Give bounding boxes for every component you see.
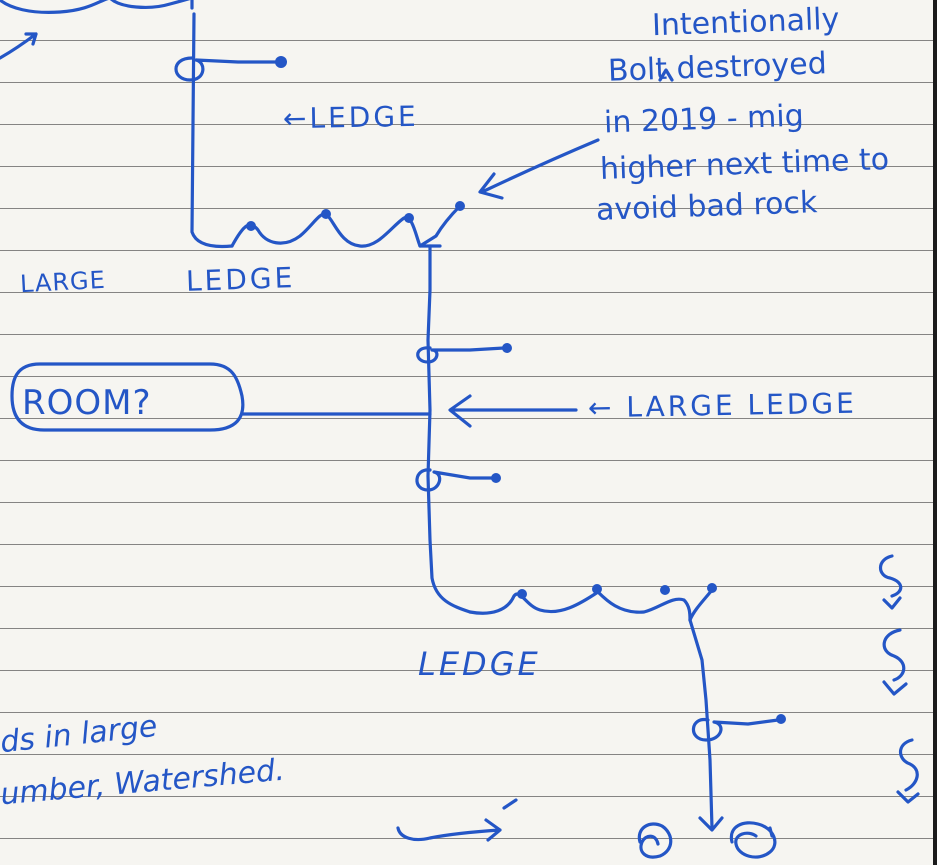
bolt-dot-7 [491,473,501,483]
top-arrow-stub [0,32,38,60]
bolt-dot-11 [707,583,717,593]
label-room-question: ROOM? [22,383,152,423]
route-arrow-down [698,816,724,832]
squiggle-arrow-2 [882,628,908,696]
label-ledge-bottom: LEDGE [418,645,541,683]
bottom-arrow [396,818,502,842]
bolt-dot-2 [246,221,256,231]
bolt-dot-4 [404,213,414,223]
label-large-left: LARGE [19,265,107,299]
annotation-pointer [478,138,600,200]
bolt-dot-12 [776,714,786,724]
anchor-ring-left [637,822,673,859]
anchor-ring-right [729,821,777,859]
bolt-dot-1 [275,56,287,68]
large-ledge-arrow [448,394,578,428]
bolt-hanger-2 [416,346,506,364]
annotation-line-1: Intentionally [651,1,840,44]
page-edge [933,0,937,865]
annotation-line-2: Bolt destroyed [607,46,828,89]
label-ledge-top: ←LEDGE [282,99,419,136]
label-ledge-mid: LEDGE [185,261,296,298]
annotation-line-3: in 2019 - mig [603,98,805,141]
bottom-tick [502,798,518,810]
top-curl [0,0,191,14]
room-box [10,362,245,432]
label-large-ledge: ← LARGE LEDGE [587,386,858,425]
ledge-scallops-2 [468,590,692,622]
annotation-line-5: avoid bad rock [595,185,818,228]
bolt-dot-8 [517,589,527,599]
bolt-hanger-3 [415,468,496,492]
bolt-stem-right [688,588,714,622]
route-line-upper [190,0,234,249]
route-line-lower [688,618,714,830]
insertion-caret [658,68,674,82]
bolt-dot-10 [660,585,670,595]
bolt-dot-3 [321,209,331,219]
bolt-dot-6 [502,343,512,353]
bolt-dot-9 [592,584,602,594]
squiggle-arrow-3 [896,738,920,804]
bolt-hanger-4 [691,718,780,742]
squiggle-arrow-1 [878,554,903,610]
bolt-hanger-1 [174,56,280,82]
destroyed-bolt-stem [418,204,462,248]
route-line-middle [426,244,472,614]
